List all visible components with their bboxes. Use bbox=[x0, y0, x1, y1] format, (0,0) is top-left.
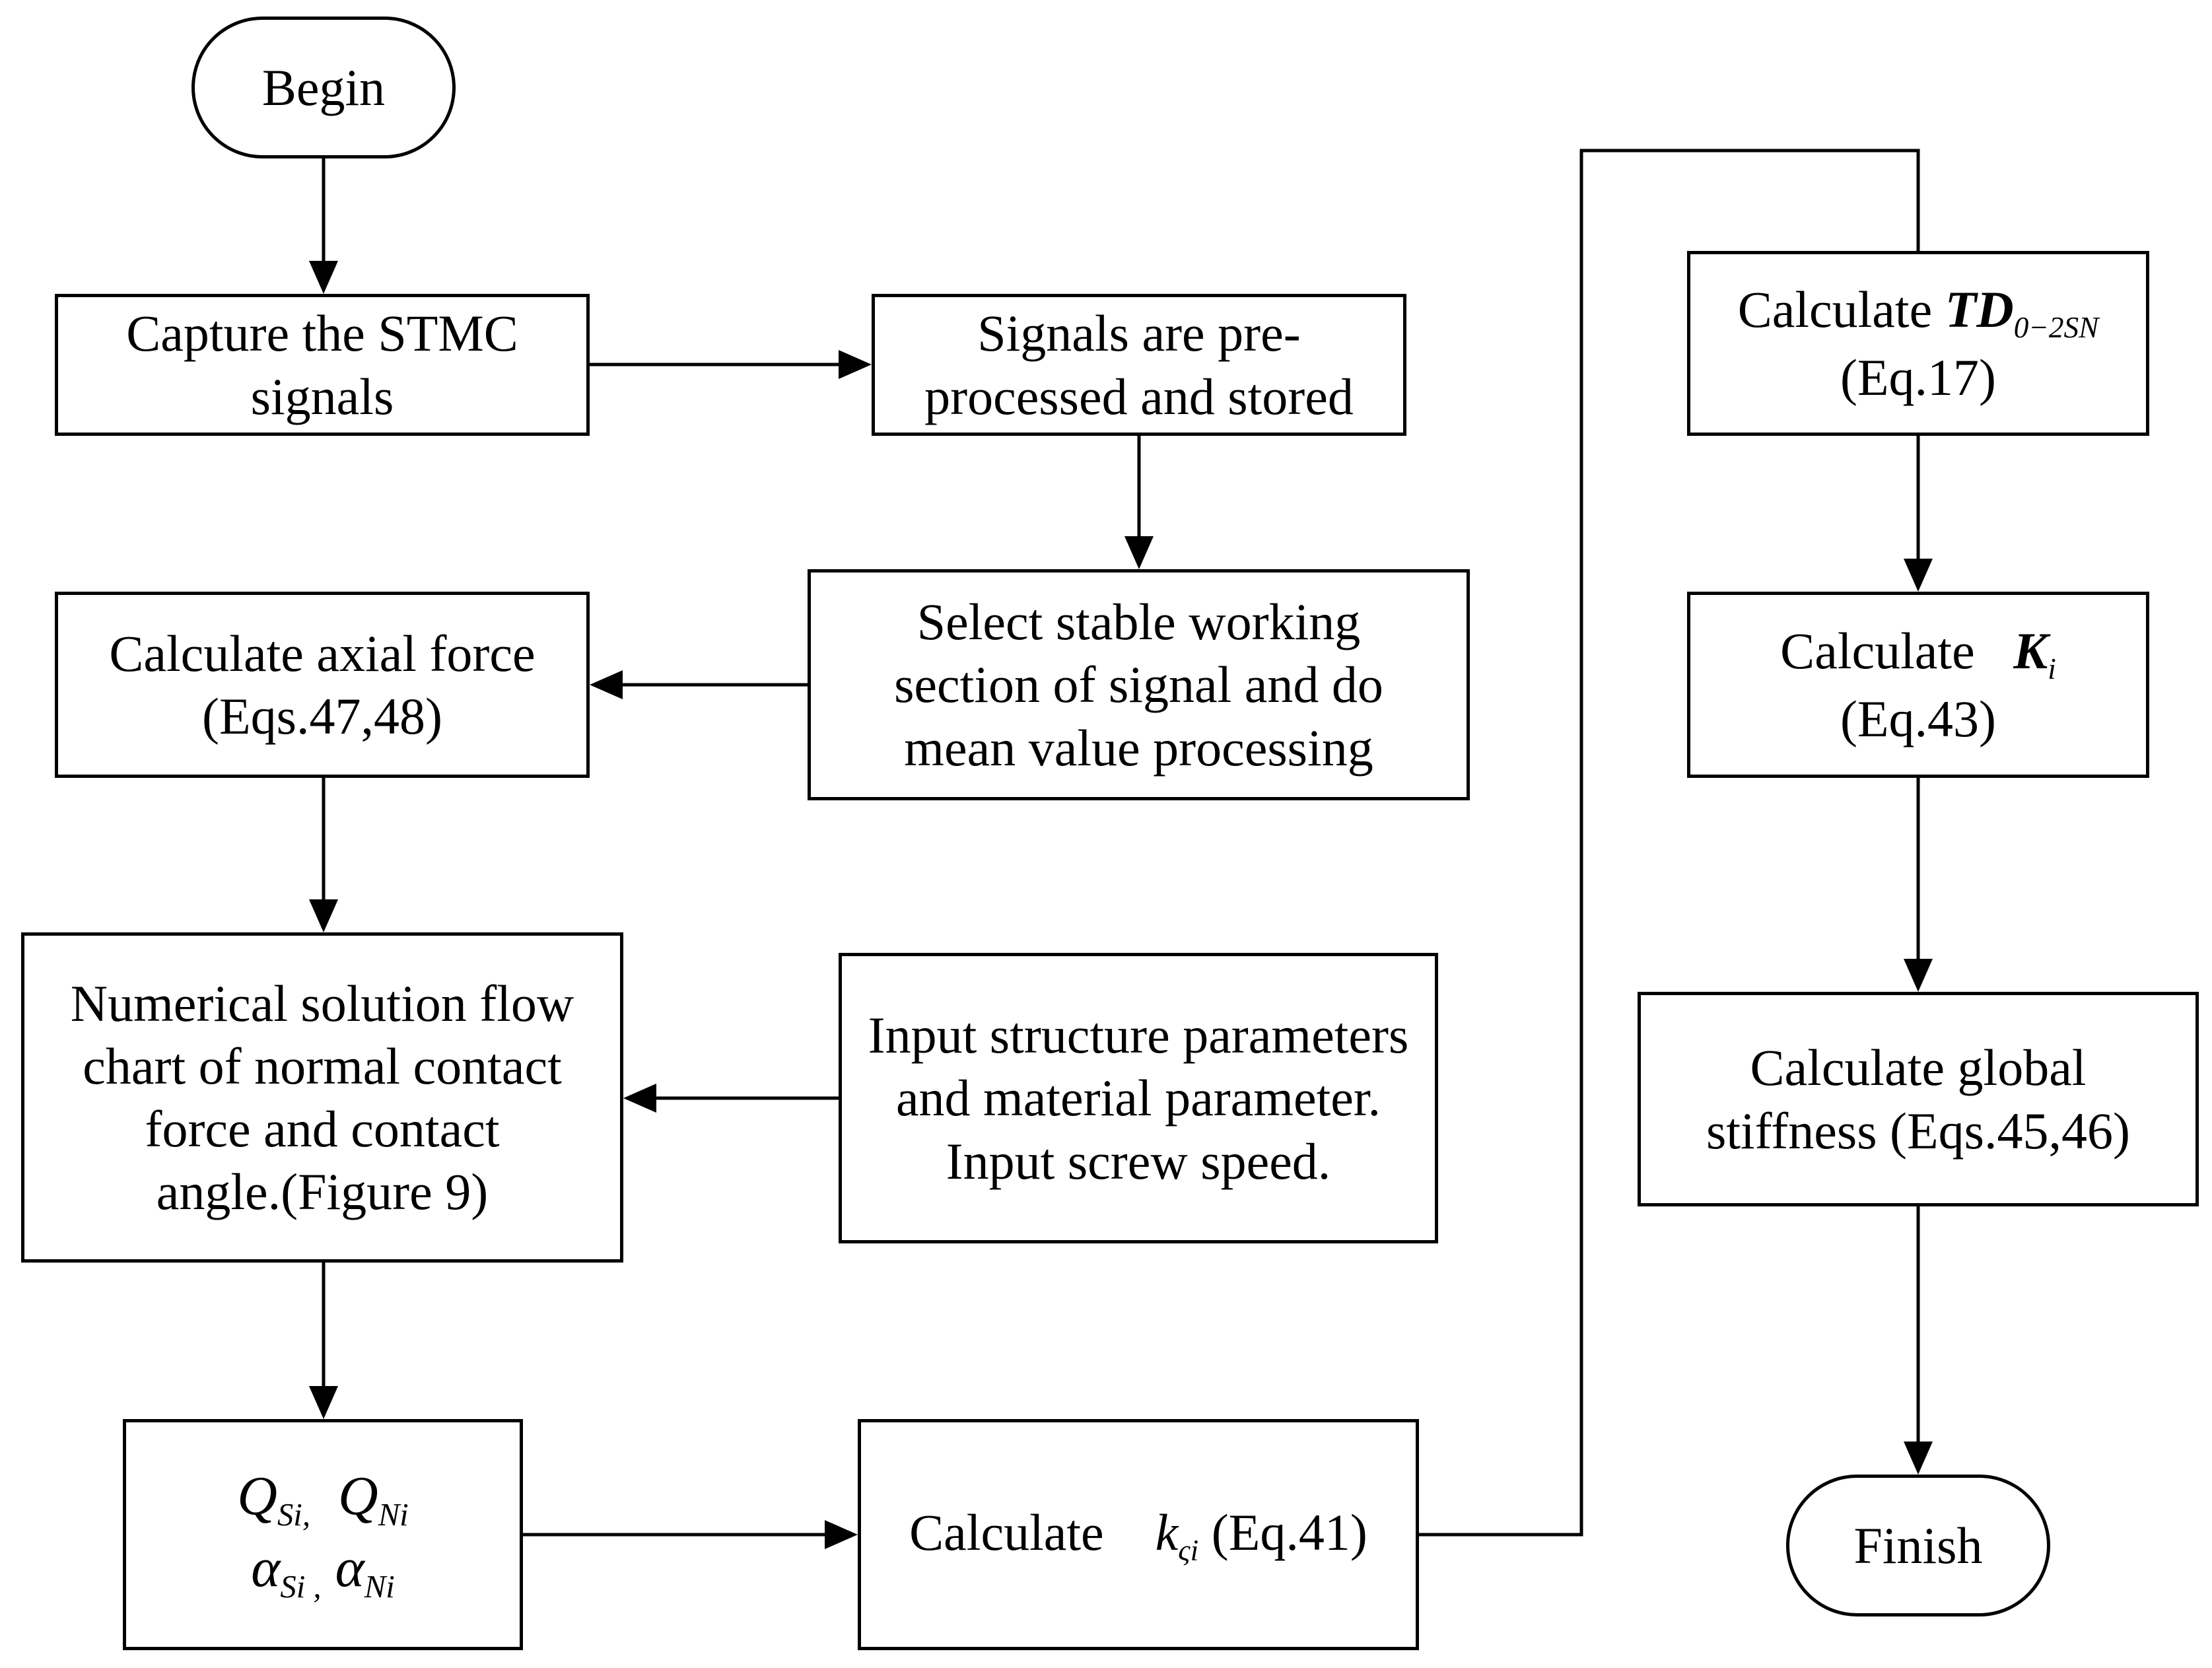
kcalc-suffix: (Eq.41) bbox=[1211, 1503, 1367, 1561]
arrow-capture-to-preprocess-head bbox=[839, 350, 872, 379]
axial-line-2: (Eqs.47,48) bbox=[202, 687, 442, 745]
kcalc-prefix: Calculate bbox=[909, 1503, 1104, 1561]
arrow-preprocess-to-select bbox=[1124, 436, 1154, 569]
ki-prefix: Calculate bbox=[1780, 621, 1975, 679]
q-s-subscript: Si, bbox=[277, 1496, 311, 1533]
calculate-td-box: Calculate TD0−2SN (Eq.17) bbox=[1687, 251, 2149, 436]
arrow-input-to-numeric bbox=[623, 1084, 839, 1113]
ki-subscript: i bbox=[2048, 652, 2056, 685]
arrow-qa-to-kcalc bbox=[523, 1520, 858, 1549]
q-n-symbol: Q bbox=[338, 1465, 378, 1527]
select-line-2: section of signal and do bbox=[894, 656, 1383, 714]
input-parameters-box: Input structure parameters and material … bbox=[839, 953, 1438, 1243]
axial-force-box: Calculate axial force (Eqs.47,48) bbox=[55, 592, 590, 778]
arrow-select-to-axial-head bbox=[590, 670, 623, 699]
arrow-ki-to-global-head bbox=[1904, 959, 1933, 992]
arrow-begin-to-capture bbox=[309, 158, 338, 294]
alpha-n-symbol: α bbox=[335, 1537, 364, 1599]
capture-signals-box: Capture the STMC signals bbox=[55, 294, 590, 436]
numeric-line-3: force and contact bbox=[145, 1100, 500, 1158]
global-line-1: Calculate global bbox=[1750, 1039, 2087, 1097]
arrow-begin-to-capture-head bbox=[309, 261, 338, 294]
alpha-s-symbol: α bbox=[251, 1537, 281, 1599]
alpha-line: αSi , αNi bbox=[251, 1535, 394, 1607]
calculate-k-box: Calculate kςi (Eq.41) bbox=[858, 1419, 1419, 1650]
ki-line-2: (Eq.43) bbox=[1840, 689, 1997, 747]
alpha-n-subscript: Ni bbox=[364, 1569, 395, 1605]
finish-label: Finish bbox=[1853, 1516, 1983, 1574]
kcalc-line: Calculate kςi (Eq.41) bbox=[909, 1501, 1367, 1569]
td-prefix: Calculate bbox=[1737, 280, 1933, 338]
td-subscript: 0−2SN bbox=[2013, 310, 2099, 344]
arrow-preprocess-to-select-head bbox=[1124, 536, 1154, 569]
k-symbol: k bbox=[1155, 1503, 1179, 1561]
numerical-solution-box: Numerical solution flow chart of normal … bbox=[21, 932, 623, 1263]
q-n-subscript: Ni bbox=[378, 1496, 409, 1533]
capture-line-2: signals bbox=[250, 367, 394, 425]
arrow-axial-to-numeric-head bbox=[309, 899, 338, 932]
input-line-3: Input screw speed. bbox=[946, 1132, 1331, 1190]
select-line-3: mean value processing bbox=[904, 718, 1373, 777]
calculate-ki-box: Calculate Ki (Eq.43) bbox=[1687, 592, 2149, 778]
ki-symbol: K bbox=[2013, 621, 2048, 679]
preprocess-line-2: processed and stored bbox=[924, 367, 1354, 425]
q-s-symbol: Q bbox=[237, 1465, 277, 1527]
arrow-global-to-finish bbox=[1904, 1206, 1933, 1475]
alpha-s-subscript: Si , bbox=[280, 1569, 322, 1605]
arrow-ki-to-global bbox=[1904, 778, 1933, 992]
td-line-1: Calculate TD0−2SN bbox=[1738, 278, 2099, 346]
arrow-global-to-finish-head bbox=[1904, 1442, 1933, 1475]
global-line-2: stiffness (Eqs.45,46) bbox=[1706, 1101, 2130, 1160]
arrow-numeric-to-qa bbox=[309, 1263, 338, 1419]
td-symbol: TD bbox=[1945, 280, 2014, 338]
preprocess-box: Signals are pre- processed and stored bbox=[872, 294, 1406, 436]
capture-line-1: Capture the STMC bbox=[126, 304, 518, 363]
arrow-input-to-numeric-head bbox=[623, 1084, 656, 1113]
q-line: QSi, QNi bbox=[237, 1463, 408, 1535]
finish-terminal: Finish bbox=[1786, 1475, 2050, 1616]
numeric-line-1: Numerical solution flow bbox=[70, 974, 574, 1032]
preprocess-line-1: Signals are pre- bbox=[977, 304, 1301, 363]
select-section-box: Select stable working section of signal … bbox=[808, 569, 1470, 800]
begin-terminal: Begin bbox=[191, 17, 456, 158]
k-subscript: ςi bbox=[1178, 1533, 1199, 1567]
numeric-line-2: chart of normal contact bbox=[83, 1037, 562, 1095]
arrow-kcalc-to-td bbox=[1419, 149, 1920, 1537]
global-stiffness-box: Calculate global stiffness (Eqs.45,46) bbox=[1638, 992, 2199, 1206]
select-line-1: Select stable working bbox=[916, 593, 1361, 651]
arrow-td-to-ki bbox=[1904, 436, 1933, 592]
arrow-axial-to-numeric bbox=[309, 778, 338, 932]
input-line-2: and material parameter. bbox=[895, 1069, 1381, 1127]
input-line-1: Input structure parameters bbox=[868, 1006, 1409, 1064]
td-line-2: (Eq.17) bbox=[1840, 348, 1997, 406]
arrow-select-to-axial bbox=[590, 670, 808, 699]
arrow-qa-to-kcalc-head bbox=[825, 1520, 858, 1549]
ki-line-1: Calculate Ki bbox=[1780, 619, 2056, 687]
arrow-numeric-to-qa-head bbox=[309, 1386, 338, 1419]
q-alpha-box: QSi, QNi αSi , αNi bbox=[123, 1419, 523, 1650]
arrow-td-to-ki-head bbox=[1904, 559, 1933, 592]
numeric-line-4: angle.(Figure 9) bbox=[156, 1163, 489, 1221]
axial-line-1: Calculate axial force bbox=[109, 624, 536, 682]
arrow-capture-to-preprocess bbox=[590, 350, 872, 379]
begin-label: Begin bbox=[261, 58, 386, 116]
